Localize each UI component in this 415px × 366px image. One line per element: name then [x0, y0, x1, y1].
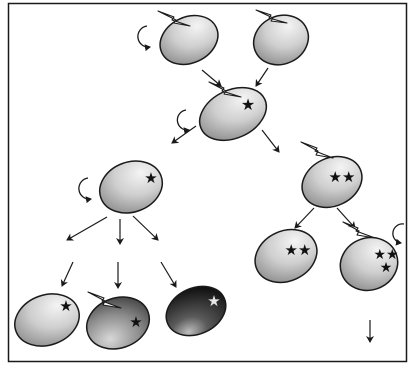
star-icon: ★★ — [373, 247, 398, 263]
cell-bottom-3 — [165, 285, 227, 337]
cell-right-mid — [301, 155, 363, 209]
lightning-bolts — [87, 9, 376, 309]
arrow-left-long-1 — [60, 261, 74, 287]
arrow-left-long-3 — [160, 261, 177, 288]
cells — [14, 14, 399, 350]
arrow-middle-to-left-mid — [171, 125, 197, 144]
star-icon: ★ — [59, 297, 72, 315]
lightning-bolt-icon — [342, 221, 376, 239]
star-icon: ★ — [144, 169, 157, 187]
cycle-arrow-icon — [176, 109, 190, 135]
cell-top-left — [159, 14, 219, 66]
arrow-top-left-to-middle — [201, 69, 222, 87]
lightning-bolt-icon — [255, 9, 288, 24]
star-icon: ★ — [380, 260, 393, 276]
lightning-bolt-icon — [87, 291, 122, 309]
arrows — [60, 67, 374, 343]
arrow-left-mid-to-bottom-3 — [132, 215, 159, 241]
star-icon: ★ — [207, 292, 220, 310]
cycle-arrow-icon — [137, 25, 151, 52]
cell-bottom-5 — [339, 236, 399, 292]
cycle-arrow-icon — [78, 177, 92, 204]
arrow-right-mid-to-bottom-5 — [336, 207, 356, 229]
arrow-right-mid-to-bottom-4 — [294, 207, 315, 229]
star-icon: ★★ — [285, 241, 312, 259]
cell-bottom-4 — [254, 228, 318, 284]
cycle-icons — [78, 25, 405, 246]
cell-middle — [198, 86, 268, 142]
arrow-middle-to-right-mid — [261, 129, 280, 153]
arrow-top-right-to-middle — [255, 67, 269, 87]
cell-bottom-2 — [85, 296, 151, 350]
lightning-bolt-icon — [208, 81, 242, 98]
cycle-arrow-icon — [392, 223, 405, 246]
star-icon: ★ — [129, 313, 142, 331]
stars: ★ ★ ★★ ★ ★ ★ ★★ ★★ ★ — [59, 95, 398, 331]
lightning-bolt-icon — [157, 10, 191, 27]
arrow-left-mid-to-bottom-1 — [66, 216, 108, 241]
star-icon: ★★ — [329, 168, 356, 186]
star-icon: ★ — [241, 95, 255, 114]
cell-left-mid — [98, 160, 164, 214]
cell-bottom-1 — [14, 293, 80, 347]
lightning-bolt-icon — [300, 141, 334, 159]
